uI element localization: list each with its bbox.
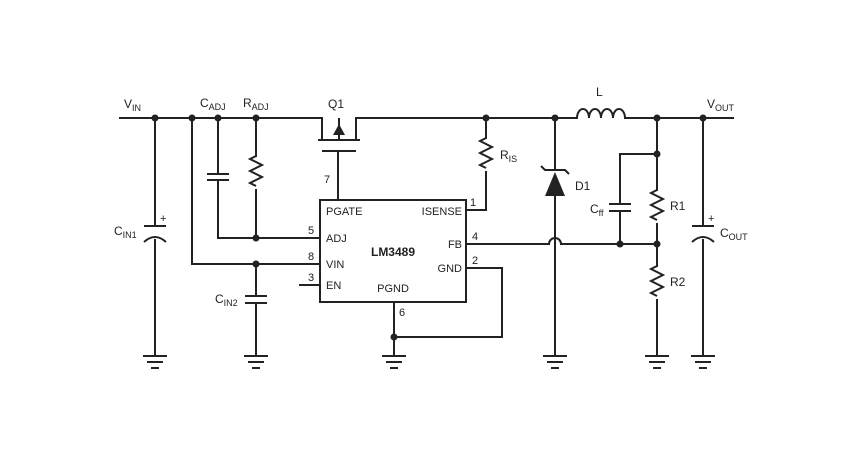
junction-dot	[699, 114, 707, 122]
polarity-plus: +	[160, 213, 166, 225]
pin-label-adj: ADJ	[326, 233, 347, 245]
junction-dot	[653, 240, 661, 248]
junction-dot	[214, 114, 222, 122]
resistor-radj	[247, 155, 265, 187]
vout-label: VOUT	[707, 97, 735, 113]
junction-dot	[252, 114, 260, 122]
diode-triangle	[545, 172, 565, 196]
pin-number-fb: 4	[472, 231, 478, 243]
junction-dot	[252, 260, 260, 268]
resistor-ris	[477, 137, 495, 169]
junction-dot	[390, 333, 398, 341]
wiring	[119, 117, 734, 356]
junction-dot	[482, 114, 490, 122]
inductor-label: L	[596, 85, 603, 99]
ic-name: LM3489	[371, 245, 415, 259]
pin-label-isense: ISENSE	[422, 206, 462, 218]
resistor-zigzag	[648, 189, 666, 221]
r2-label: R2	[670, 275, 686, 289]
q1-pmosfet: Q1	[318, 97, 360, 152]
junction-dot	[653, 150, 661, 158]
pin-number-pgnd: 6	[399, 307, 405, 319]
resistor-r1: R1	[648, 189, 686, 221]
d1-label: D1	[575, 179, 591, 193]
junctions	[151, 114, 707, 341]
cap-plate-negative	[691, 236, 715, 243]
cout-label: COUT	[720, 226, 748, 242]
junction-dot	[551, 114, 559, 122]
pin-label-vin: VIN	[326, 259, 344, 271]
resistor-zigzag	[247, 155, 265, 187]
grounds	[143, 355, 715, 369]
capacitor-cin2	[245, 295, 267, 304]
cap-plates	[609, 203, 631, 212]
ground-symbol	[244, 355, 268, 369]
inductor-l: L	[576, 85, 626, 119]
pin-number-vin: 8	[308, 251, 314, 263]
pin-number-adj: 5	[308, 225, 314, 237]
wire-gnd-loop	[393, 267, 503, 338]
wire-fb	[465, 237, 658, 245]
ground-symbol	[382, 355, 406, 369]
ground-symbol	[645, 355, 669, 369]
r1-label: R1	[670, 199, 686, 213]
component-labels: VIN CADJ RADJ RIS VOUT Cff CIN1 CIN2 COU…	[114, 96, 748, 308]
resistor-zigzag	[477, 137, 495, 169]
ris-label: RIS	[500, 148, 517, 164]
capacitor-cadj	[207, 173, 229, 181]
q1-label: Q1	[328, 97, 344, 111]
ground-symbol	[143, 355, 167, 369]
pin-label-en: EN	[326, 280, 341, 292]
junction-dot	[252, 234, 260, 242]
pin-number-pgate: 7	[324, 174, 330, 186]
diode-d1: D1	[540, 165, 591, 196]
ic-lm3489: LM3489 PGATE ADJ VIN EN ISENSE FB GND PG…	[308, 174, 478, 319]
cap-plates	[245, 295, 267, 304]
capacitor-cout: +	[691, 213, 715, 243]
ground-symbol	[691, 355, 715, 369]
junction-dot	[616, 240, 624, 248]
inductor-coil	[576, 108, 626, 119]
pin-label-pgate: PGATE	[326, 206, 362, 218]
diode-bar	[540, 165, 570, 175]
pin-label-gnd: GND	[438, 263, 463, 275]
polarity-plus: +	[708, 213, 714, 225]
cin1-label: CIN1	[114, 224, 137, 240]
junction-dot	[653, 114, 661, 122]
radj-label: RADJ	[243, 96, 269, 112]
cadj-label: CADJ	[200, 96, 226, 112]
cap-plate-negative	[143, 236, 167, 243]
junction-dot	[151, 114, 159, 122]
capacitor-cin1: +	[143, 213, 167, 243]
pin-number-isense: 1	[470, 197, 476, 209]
cff-label: Cff	[590, 202, 604, 218]
wire-cadj	[217, 117, 321, 239]
ground-symbol	[543, 355, 567, 369]
resistor-r2: R2	[648, 265, 686, 297]
cap-plates	[207, 173, 229, 181]
junction-dot	[188, 114, 196, 122]
vin-label: VIN	[124, 97, 141, 113]
pin-label-pgnd: PGND	[377, 283, 409, 295]
capacitor-cff	[609, 203, 631, 212]
pin-number-gnd: 2	[472, 255, 478, 267]
wire-vin-pin	[191, 117, 321, 265]
ic-body	[319, 199, 467, 303]
resistor-zigzag	[648, 265, 666, 297]
wire-cff	[619, 153, 658, 245]
pin-number-en: 3	[308, 272, 314, 284]
pin-label-fb: FB	[448, 239, 462, 251]
q1-arrow	[333, 124, 345, 135]
cin2-label: CIN2	[215, 292, 238, 308]
